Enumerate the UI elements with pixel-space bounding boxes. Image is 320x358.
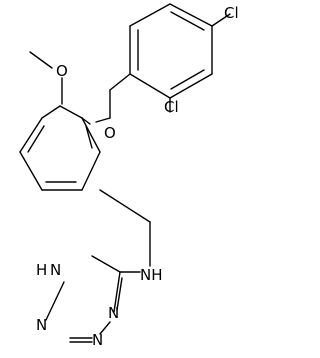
bond: [45, 281, 65, 321]
bond: [169, 3, 213, 27]
bond: [95, 117, 111, 123]
bond: [169, 73, 213, 99]
tetrazole-n1-atom: N: [50, 261, 61, 279]
bond: [29, 51, 53, 69]
bond: [27, 125, 45, 153]
tetrazole-n4-atom: N: [108, 304, 119, 322]
molecule-structure: Cl Cl O O NH H N N N N: [19, 3, 239, 349]
bonds: [19, 3, 231, 343]
bond: [129, 73, 171, 99]
bond: [113, 271, 121, 313]
methoxy-oxygen-atom: O: [56, 62, 68, 80]
bond: [19, 117, 43, 153]
bond: [85, 125, 93, 149]
bond: [211, 13, 231, 27]
bond: [129, 3, 171, 27]
amine-nh-atom: NH: [140, 266, 163, 284]
bond: [170, 69, 205, 90]
tetrazole-h-atom: H: [36, 261, 47, 279]
bond: [81, 117, 101, 153]
bond: [81, 151, 101, 191]
bond: [170, 11, 205, 31]
chlorine-atom-top: Cl: [224, 4, 239, 22]
atom-labels: Cl Cl O O NH H N N N N: [36, 4, 239, 349]
bond: [19, 151, 43, 191]
chlorine-atom-middle: Cl: [164, 98, 179, 116]
bond: [109, 73, 131, 91]
bond: [81, 117, 91, 125]
tetrazole-n3-atom: N: [92, 331, 103, 349]
bond: [59, 105, 83, 119]
bond: [41, 105, 61, 119]
bond: [99, 189, 151, 223]
ether-oxygen-atom: O: [104, 124, 116, 142]
bond: [91, 255, 121, 273]
tetrazole-n2-atom: N: [36, 316, 47, 334]
bond: [116, 277, 123, 311]
bond: [99, 321, 111, 335]
